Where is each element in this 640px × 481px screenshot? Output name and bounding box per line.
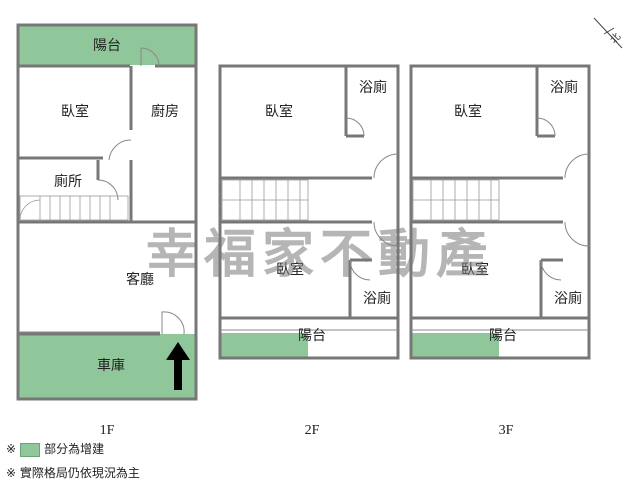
staircase-1f: [19, 195, 129, 221]
legend-text: 部分為增建: [44, 442, 105, 456]
compass-north-label: 北: [608, 31, 624, 47]
room-label-balcony-2f: 陽台: [298, 328, 326, 344]
floor-label-2f: 2F: [305, 423, 320, 438]
balcony-addition-area-2f: [220, 333, 308, 357]
room-label-bath-bottom-2f: 浴廁: [363, 290, 391, 307]
room-label-kitchen-1f: 廚房: [151, 103, 179, 120]
balcony-addition-area-3f: [411, 333, 499, 357]
room-label-bedroom-1f: 臥室: [61, 103, 89, 120]
floor-3f-outline: [409, 64, 591, 360]
room-label-balcony-3f: 陽台: [489, 328, 517, 344]
staircase-3f: [412, 179, 500, 221]
room-label-balcony-1f: 陽台: [93, 38, 121, 54]
compass-icon: 北: [593, 17, 624, 49]
garage-addition-area: [18, 334, 196, 398]
room-label-bedroom-bottom-3f: 臥室: [461, 261, 489, 278]
room-label-bedroom-top-3f: 臥室: [454, 103, 482, 120]
room-label-living-1f: 客廳: [126, 271, 154, 288]
room-label-bedroom-bottom-2f: 臥室: [276, 261, 304, 278]
floor-2f-outline: [218, 64, 400, 360]
staircase-2f: [221, 179, 309, 221]
room-label-bath-top-3f: 浴廁: [550, 79, 578, 96]
floor-label-1f: 1F: [100, 423, 115, 438]
room-label-bedroom-top-2f: 臥室: [265, 103, 293, 120]
floor-1f: 陽台 臥室 廚房 廁所 客廳 車庫 1F: [16, 23, 198, 438]
room-label-bath-bottom-3f: 浴廁: [554, 290, 582, 307]
room-label-garage-1f: 車庫: [97, 357, 125, 374]
note-text: 實際格局仍依現況為主: [19, 466, 140, 480]
room-label-bath-top-2f: 浴廁: [359, 79, 387, 96]
legend-swatch: [20, 442, 41, 457]
floor-3f: 臥室 浴廁 臥室 浴廁 陽台 3F: [409, 64, 591, 438]
floor-1f-outline: [16, 23, 198, 401]
legend-mark: ※: [6, 442, 17, 456]
entrance-arrow: [166, 342, 190, 390]
floor-label-3f: 3F: [499, 423, 514, 438]
layout-note: ※ 實際格局仍依現況為主: [6, 464, 140, 481]
legend: ※ 部分為增建: [6, 440, 104, 457]
note-mark: ※: [6, 466, 17, 480]
room-label-toilet-1f: 廁所: [54, 173, 82, 190]
balcony-addition-area: [18, 25, 196, 65]
floor-2f: 臥室 浴廁 臥室 浴廁 陽台 2F: [218, 64, 400, 438]
